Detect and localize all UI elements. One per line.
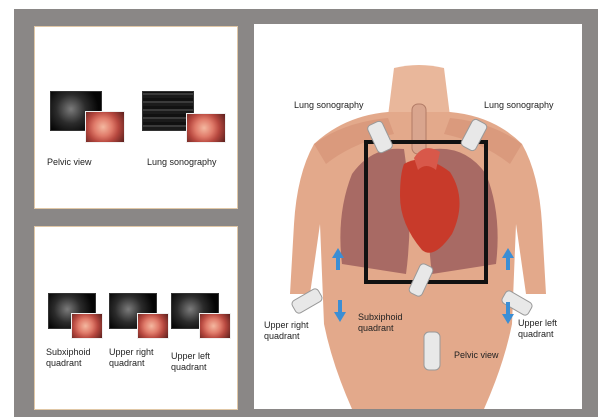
pelvic-probe-icon [424, 332, 440, 370]
panel-pelvic-lung-images: Pelvic view Lung sonography [34, 26, 238, 209]
chest-illustration [254, 24, 582, 409]
subxiphoid-probe-inset-image [71, 313, 103, 339]
lung-probe-inset-image [186, 113, 226, 143]
label-subxiphoid-quadrant: Subxiphoid quadrant [46, 347, 91, 369]
panel-abdominal-images: Subxiphoid quadrant Upper right quadrant… [34, 226, 238, 410]
label-lung-sonography-right: Lung sonography [484, 100, 554, 111]
upper-right-probe-inset-image [137, 313, 169, 339]
label-upper-right-quadrant-diagram: Upper right quadrant [264, 320, 309, 342]
label-pelvic-view: Pelvic view [47, 157, 92, 168]
label-subxiphoid-quadrant-diagram: Subxiphoid quadrant [358, 312, 403, 334]
label-upper-left-quadrant-diagram: Upper left quadrant [518, 318, 557, 340]
label-lung-sonography-left: Lung sonography [294, 100, 364, 111]
label-upper-right-quadrant: Upper right quadrant [109, 347, 154, 369]
upper-left-probe-inset-image [199, 313, 231, 339]
pelvic-probe-inset-image [85, 111, 125, 143]
trachea [412, 104, 426, 154]
label-pelvic-view-diagram: Pelvic view [454, 350, 499, 361]
label-lung-sonography: Lung sonography [147, 157, 217, 168]
label-upper-left-quadrant: Upper left quadrant [171, 351, 210, 373]
chest-diagram-panel: Lung sonography Lung sonography Upper ri… [254, 24, 582, 409]
